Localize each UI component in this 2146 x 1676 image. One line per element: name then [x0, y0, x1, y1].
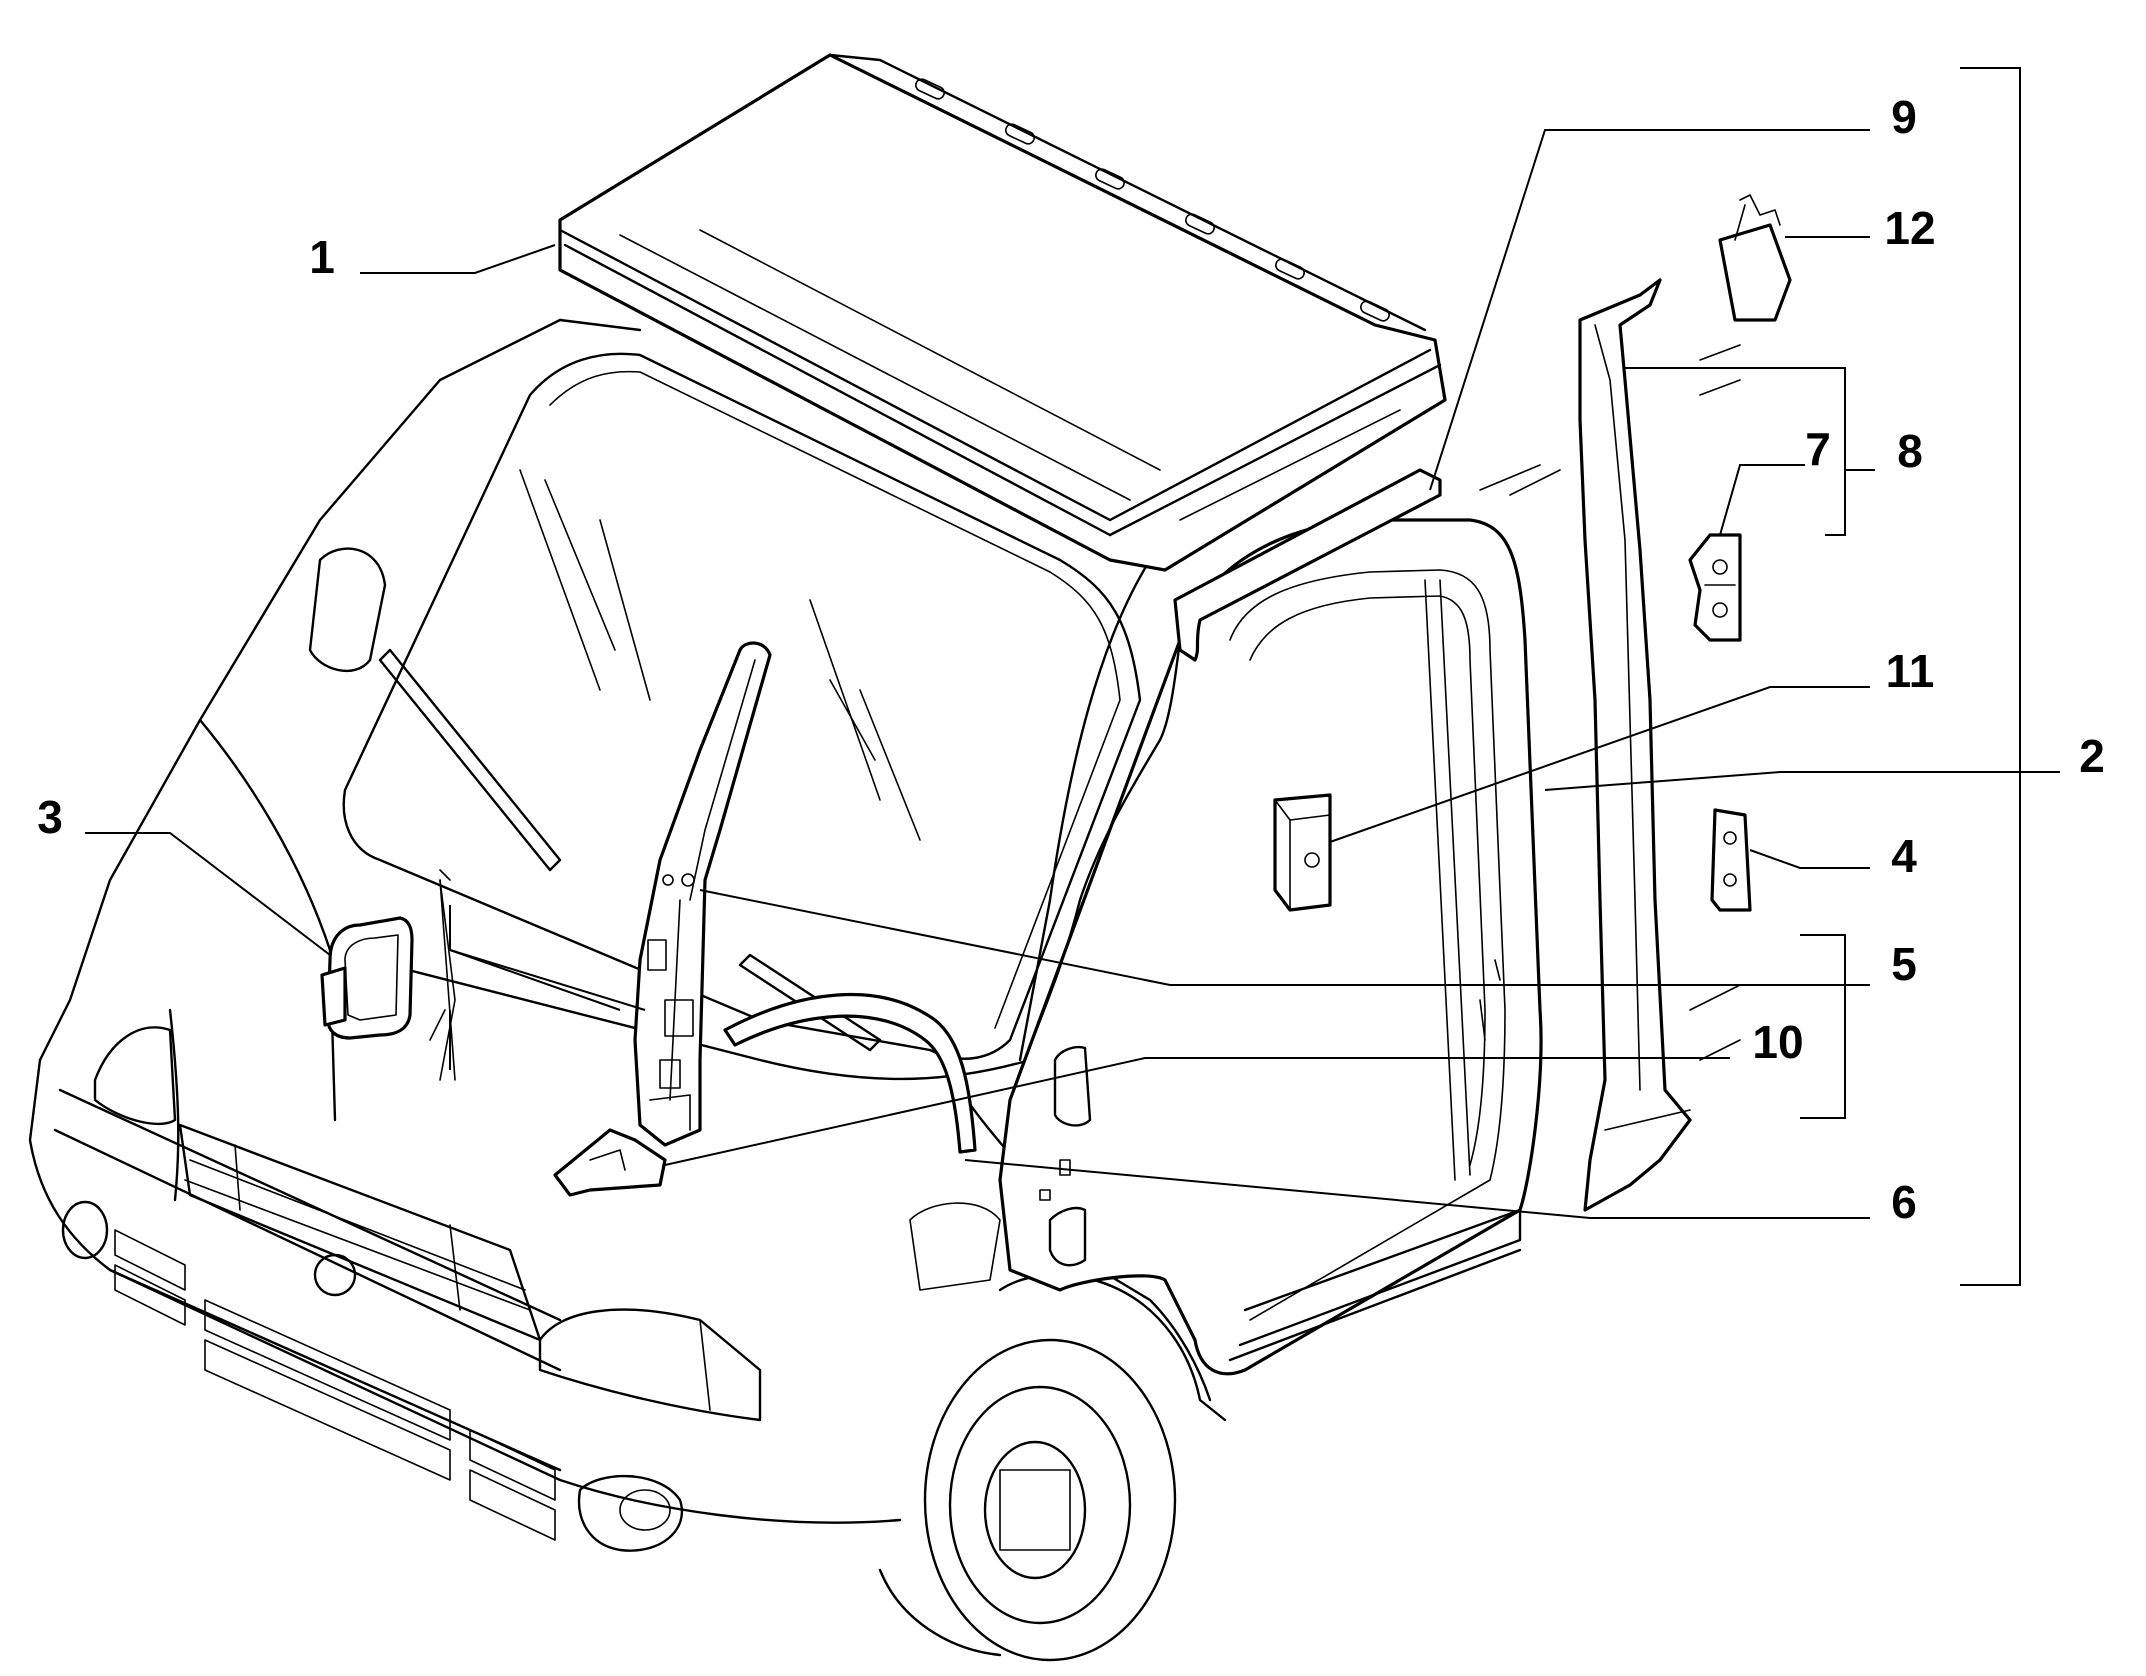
a-pillar-part: [633, 641, 772, 1147]
callout-10: 10: [1752, 1016, 1803, 1068]
ghost-lines: [429, 344, 1741, 1061]
small-parts: [320, 194, 1792, 1040]
bracket-part: [553, 1128, 667, 1197]
callout-4: 4: [1891, 830, 1917, 882]
callout-2: 2: [2079, 730, 2105, 782]
callout-7: 7: [1805, 423, 1831, 475]
leader-lines: [85, 67, 2060, 1286]
callout-9: 9: [1891, 91, 1917, 143]
roof-panel: [558, 53, 1447, 662]
roof-slots: [915, 78, 1390, 322]
callout-12: 12: [1884, 202, 1935, 254]
door-aperture-frame: [998, 518, 1543, 1376]
callout-3: 3: [37, 791, 63, 843]
wheel-arch-moulding: [723, 992, 977, 1154]
callout-6: 6: [1891, 1176, 1917, 1228]
callout-1: 1: [309, 231, 335, 283]
callout-5: 5: [1891, 938, 1917, 990]
callout-8: 8: [1897, 425, 1923, 477]
callout-labels: 1 9 12 7 8 11 2 3 4 5 10 6: [37, 91, 2105, 1228]
b-pillar-part: [1578, 278, 1692, 1212]
callout-11: 11: [1886, 645, 1935, 697]
